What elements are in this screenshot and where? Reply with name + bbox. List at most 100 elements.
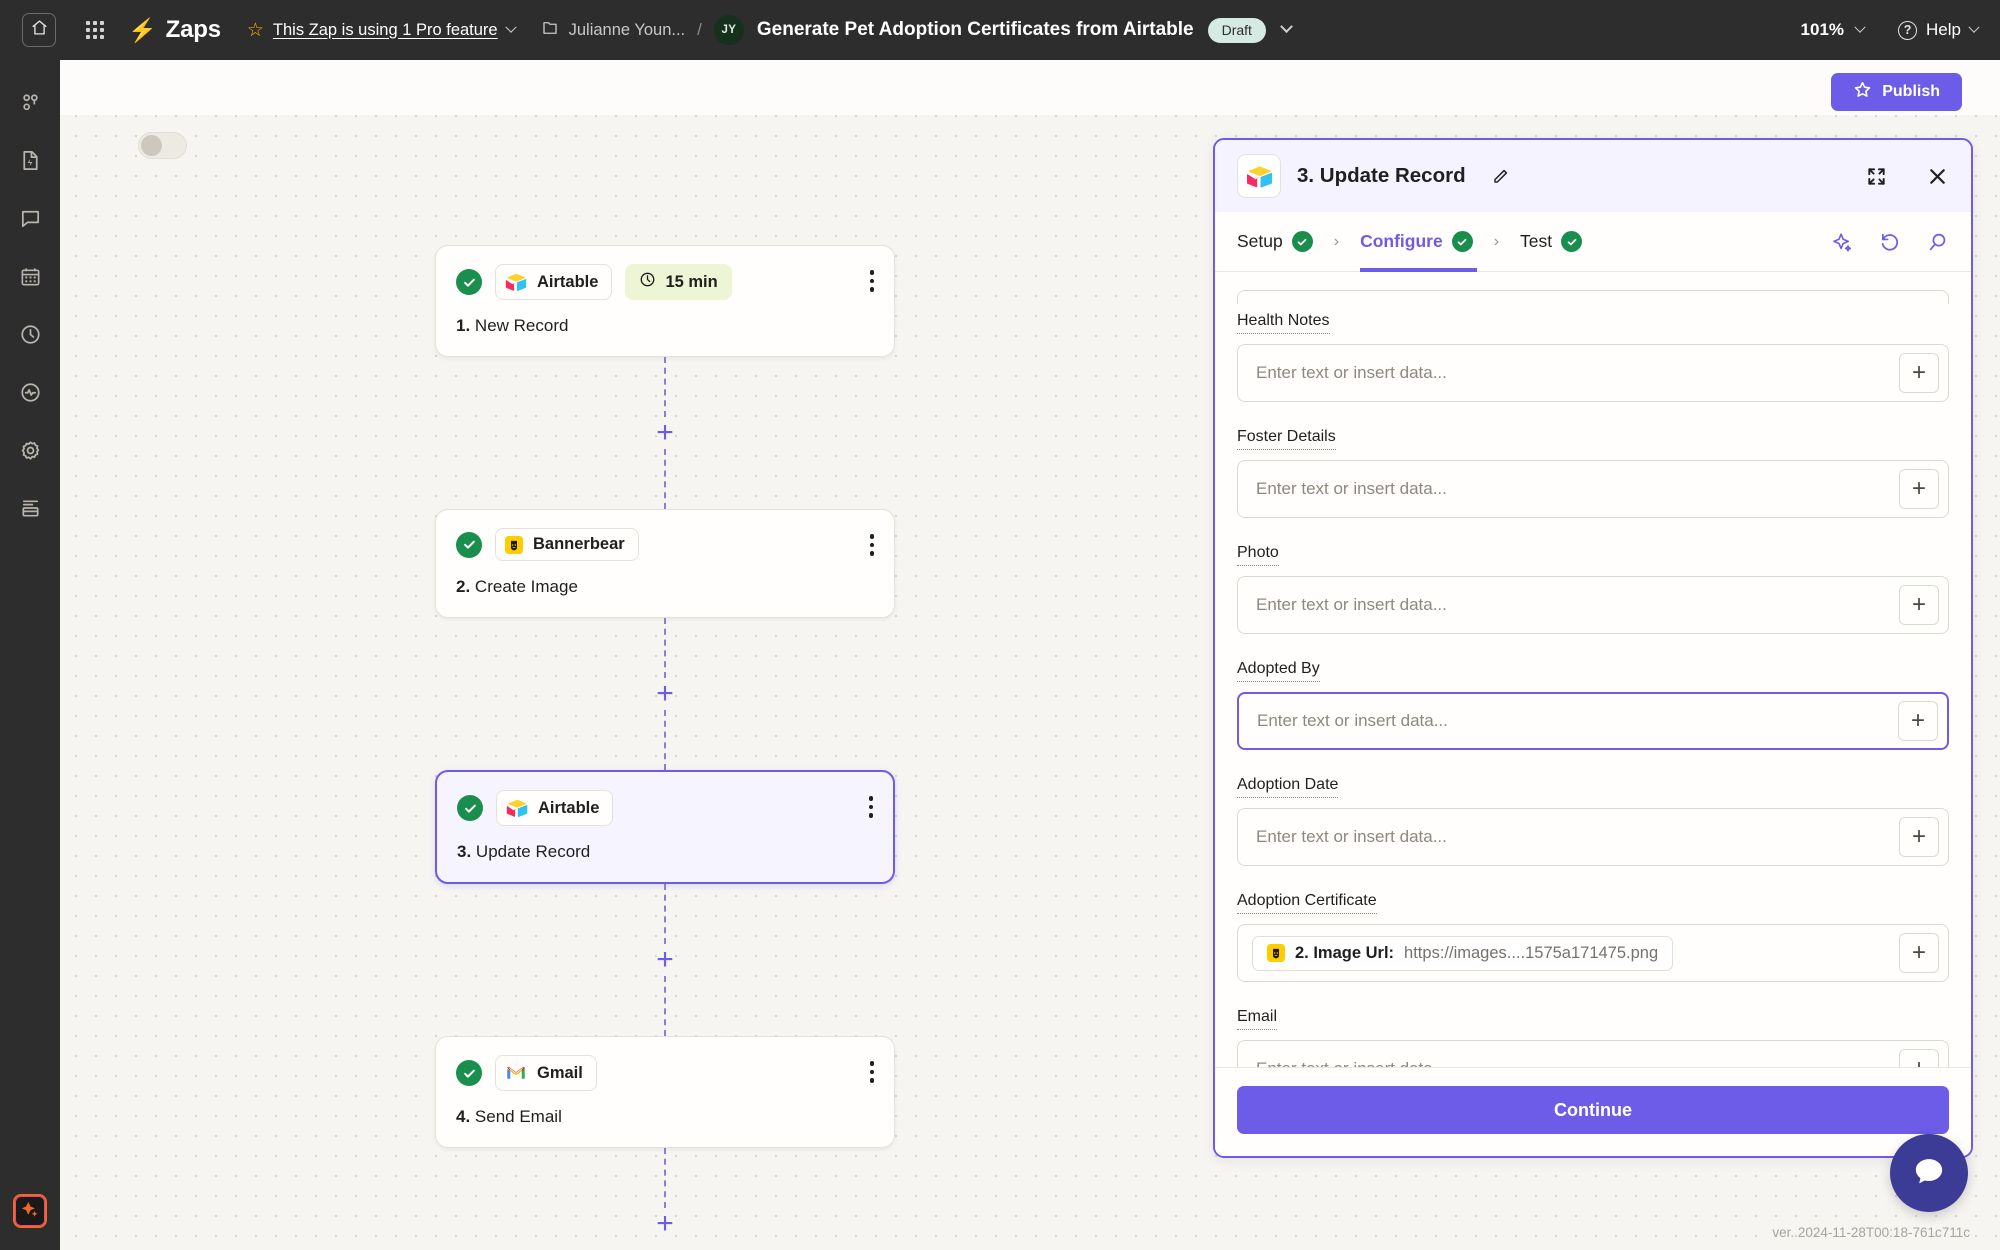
document-bolt-icon [19,149,42,177]
search-icon[interactable] [1927,231,1949,253]
zoom-level: 101% [1800,20,1845,39]
insert-data-button[interactable]: + [1899,469,1939,509]
tab-test[interactable]: Test [1520,212,1583,272]
add-step-3[interactable]: + [435,944,895,976]
input-placeholder: Enter text or insert data... [1256,479,1447,498]
star-icon: ☆ [246,19,264,41]
expand-icon[interactable] [1865,165,1888,188]
tab-label: Test [1520,231,1553,251]
pencil-icon[interactable] [1491,167,1510,186]
input-placeholder: Enter text or insert data... [1256,595,1447,614]
sidebar-item-chat[interactable] [12,203,48,239]
question-mark-icon: ? [1898,20,1918,40]
data-pill[interactable]: 2. Image Url: https://images....1575a171… [1252,935,1674,971]
home-button[interactable] [22,13,56,47]
node-number: 2. [456,577,471,596]
insert-data-button[interactable]: + [1899,1049,1939,1067]
status-success-icon [457,795,483,821]
input-foster-details[interactable]: Enter text or insert data... + [1237,460,1949,518]
flow-node-1[interactable]: Airtable 15 min 1. New Record [435,245,895,357]
status-badge: Draft [1207,17,1266,43]
continue-button[interactable]: Continue [1237,1086,1949,1134]
sidebar-item-zaps[interactable] [12,87,48,123]
input-adoption-certificate[interactable]: 2. Image Url: https://images....1575a171… [1237,924,1949,982]
input-placeholder: Enter text or insert data... [1257,711,1448,730]
add-step-4[interactable]: + [435,1208,895,1240]
insert-data-button[interactable]: + [1899,933,1939,973]
input-placeholder: Enter text or insert data... [1238,1059,1899,1067]
add-step-1[interactable]: + [435,417,895,449]
toggle-knob [141,135,162,156]
insert-data-button[interactable]: + [1899,353,1939,393]
input-adoption-date[interactable]: Enter text or insert data... + [1237,808,1949,866]
node-menu-button[interactable] [869,270,874,292]
node-number: 3. [457,842,472,861]
publish-button[interactable]: Publish [1831,73,1962,111]
node-action: Send Email [474,1107,562,1126]
apps-grid-button[interactable] [76,11,114,49]
plus-icon: + [656,1207,674,1240]
input-photo[interactable]: Enter text or insert data... + [1237,576,1949,634]
folder-icon [541,19,559,42]
input-placeholder: Enter text or insert data... [1256,363,1447,382]
folder-breadcrumb[interactable]: Julianne Youn... [541,19,685,42]
sidebar-item-analytics[interactable] [12,377,48,413]
sidebar-item-templates[interactable] [12,145,48,181]
flow-connector [435,618,895,678]
tab-configure[interactable]: Configure [1360,212,1477,272]
add-step-2[interactable]: + [435,678,895,710]
sidebar-item-tables[interactable] [12,493,48,529]
sidebar-item-settings[interactable] [12,435,48,471]
calendar-icon [19,265,42,293]
node-title: 3. Update Record [457,842,873,862]
scroll-cut-spacer [1237,272,1949,290]
panel-tabs: Setup › Configure › Test [1215,212,1971,272]
avatar[interactable]: JY [713,15,744,45]
input-adopted-by[interactable]: Enter text or insert data... + [1237,692,1949,750]
plus-icon: + [656,943,674,976]
flow-node-3[interactable]: Airtable 3. Update Record [435,770,895,884]
node-menu-button[interactable] [868,796,873,818]
insert-data-button[interactable]: + [1899,585,1939,625]
flow-node-2[interactable]: Bannerbear 2. Create Image [435,509,895,618]
panel-header: 3. Update Record [1215,140,1971,212]
zap-flow: Airtable 15 min 1. New Record [435,245,895,1240]
history-clock-icon [19,323,42,351]
chevron-down-icon [1968,21,1980,33]
input-health-notes[interactable]: Enter text or insert data... + [1237,344,1949,402]
refresh-icon[interactable] [1879,231,1901,253]
canvas-toggle[interactable] [138,132,187,159]
publish-label: Publish [1882,83,1940,100]
bannerbear-logo [505,535,523,554]
node-menu-button[interactable] [869,1061,874,1083]
flow-node-4[interactable]: Gmail 4. Send Email [435,1036,895,1148]
airtable-logo [506,797,528,819]
version-text: ver. 2024-11-28T00:18-761c711c [1772,1225,1970,1240]
status-success-icon [1291,231,1313,252]
help-button[interactable]: ? Help [1898,20,1980,40]
node-title: 1. New Record [456,316,874,336]
status-success-icon [456,531,482,558]
node-menu-button[interactable] [869,534,874,556]
input-placeholder: Enter text or insert data... [1256,827,1447,846]
title-menu-button[interactable] [1280,20,1293,39]
ai-assistant-button[interactable] [13,1194,47,1228]
zoom-control[interactable]: 101% [1800,20,1866,40]
input-email[interactable]: Enter text or insert data... + [1237,1040,1949,1067]
sidebar-item-calendar[interactable] [12,261,48,297]
chat-icon [19,207,42,235]
node-action: New Record [474,316,569,335]
apps-grid-icon [86,21,104,39]
close-icon[interactable] [1926,165,1949,188]
zaps-label[interactable]: Zaps [165,16,221,43]
insert-data-button[interactable]: + [1899,817,1939,857]
chat-support-button[interactable] [1890,1134,1968,1212]
sidebar-item-history[interactable] [12,319,48,355]
configure-form[interactable]: Health Notes Enter text or insert data..… [1215,272,1971,1067]
tab-setup[interactable]: Setup [1237,212,1313,272]
ai-sparkle-icon[interactable] [1831,231,1853,253]
app-name: Airtable [537,272,599,291]
insert-data-button[interactable]: + [1898,701,1938,741]
pro-feature-banner[interactable]: ☆ This Zap is using 1 Pro feature [246,19,517,41]
node-action: Update Record [475,842,591,861]
